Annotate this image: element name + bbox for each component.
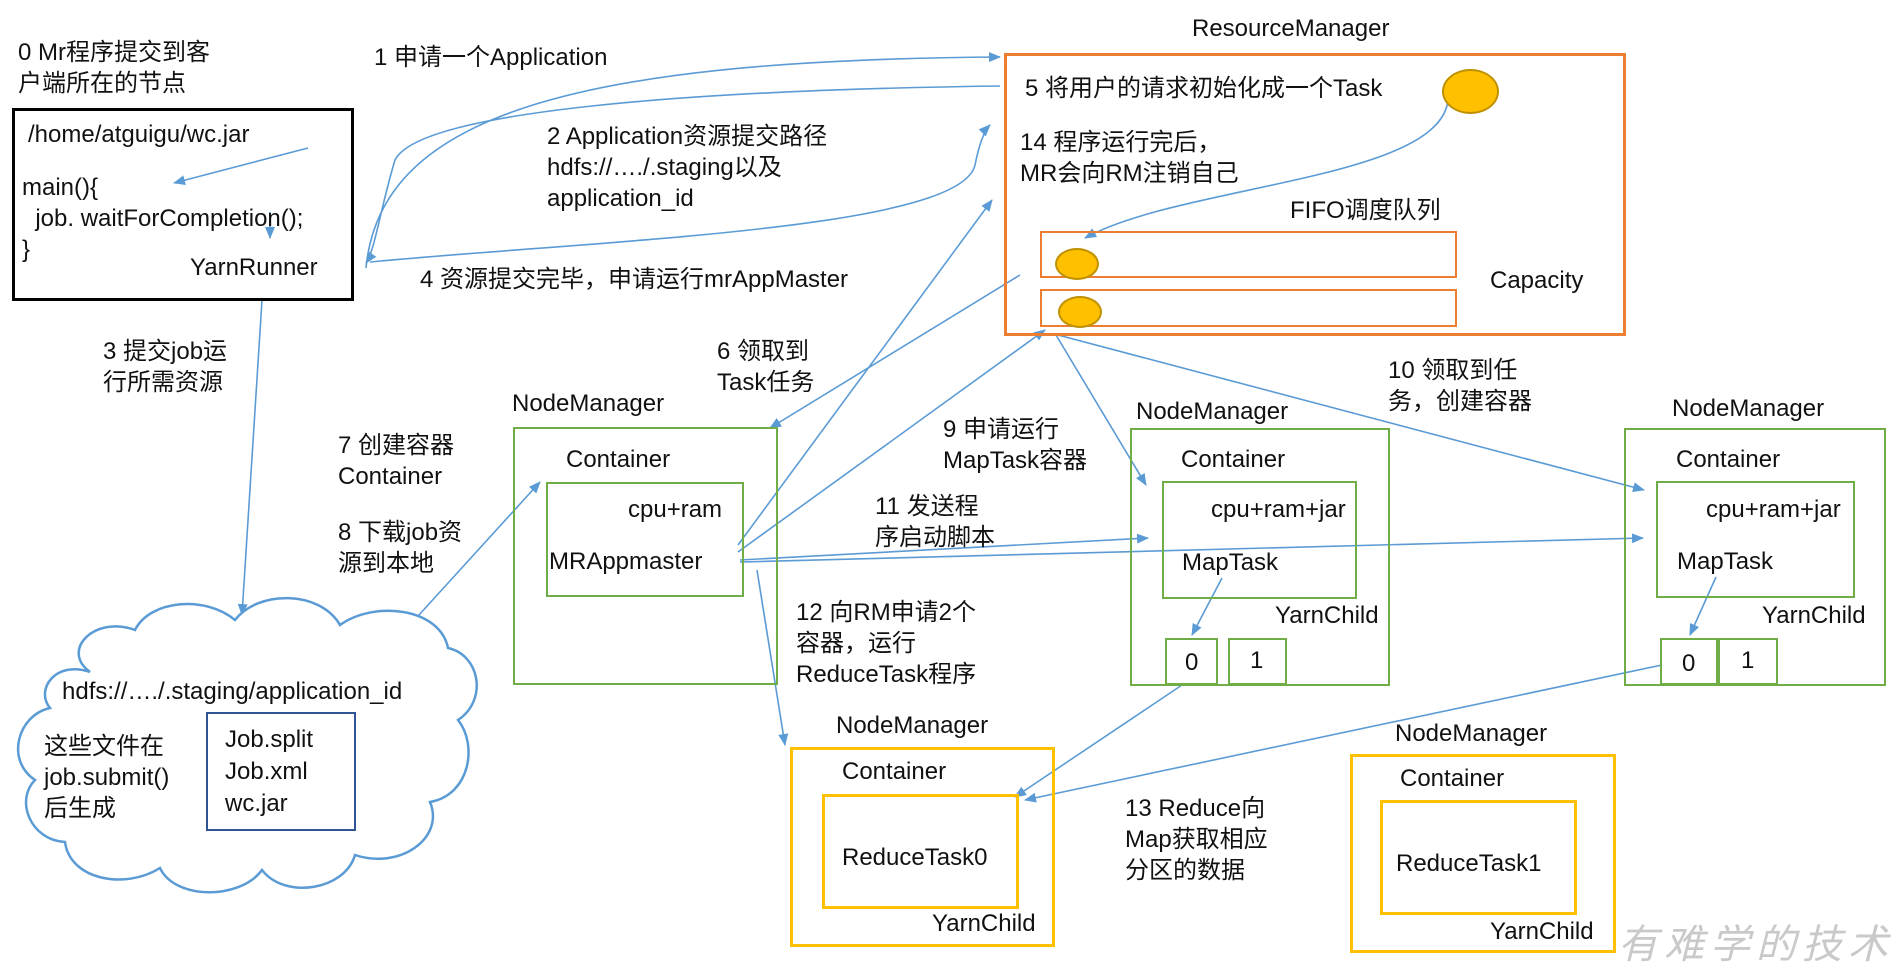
- node-map2-partition-0: 0: [1660, 638, 1718, 685]
- reduce-task1-label: ReduceTask1: [1396, 850, 1542, 877]
- node-map2-maptask: MapTask: [1677, 548, 1774, 575]
- step1-label: 1 申请一个Application: [374, 44, 608, 71]
- client-box: [12, 108, 354, 301]
- node-master-box: [513, 427, 778, 685]
- node-map1-partition-1-label: 1: [1250, 647, 1264, 674]
- node-reduce0-title: NodeManager: [836, 712, 989, 739]
- step6-label: 6 领取到 Task任务: [717, 338, 815, 396]
- arrow-jar-to-main: [173, 147, 309, 186]
- task-token-icon: [1442, 69, 1499, 114]
- arrow-step9b-request-to-rm: [737, 329, 1046, 553]
- node-map2-box: [1624, 428, 1886, 686]
- hdfs-files-note: 这些文件在 job.submit() 后生成: [44, 733, 170, 822]
- arrow-step12-start-reduce: [756, 569, 789, 746]
- arrow-maptask2-to-partition: [1689, 576, 1717, 636]
- job-file-split: Job.split: [225, 726, 314, 753]
- client-node-heading: 0 Mr程序提交到客 户端所在的节点: [18, 39, 210, 97]
- step9-label: 9 申请运行 MapTask容器: [943, 416, 1088, 474]
- node-map2-yarnchild: YarnChild: [1762, 602, 1866, 629]
- arrow-step4-resources-submitted: [369, 124, 991, 263]
- step8-label: 8 下载job资 源到本地: [338, 519, 463, 577]
- reduce-task0-label: ReduceTask0: [842, 844, 988, 871]
- arrow-step5-init-task: [1084, 99, 1449, 239]
- node-map1-box: [1130, 428, 1390, 686]
- mr-appmaster-label: MRAppmaster: [549, 548, 703, 575]
- node-map2-container-label: Container: [1676, 446, 1781, 473]
- job-file-xml: Job.xml: [225, 758, 308, 785]
- rm-step14-label: 14 程序运行完后， MR会向RM注销自己: [1020, 129, 1239, 187]
- queue-slot-1: [1040, 231, 1457, 278]
- arrow-step10-to-node-map2: [1057, 334, 1645, 493]
- step3-label: 3 提交job运 行所需资源: [103, 338, 228, 396]
- arrow-step3-upload-resources: [237, 299, 263, 616]
- node-map1-maptask: MapTask: [1182, 549, 1279, 576]
- node-map1-container-label: Container: [1181, 446, 1286, 473]
- node-map1-title: NodeManager: [1136, 398, 1289, 425]
- arrow-step13-partition2-to-reduce: [1024, 664, 1663, 803]
- node-master-container-label: Container: [566, 446, 671, 473]
- step7-label: 7 创建容器 Container: [338, 432, 455, 490]
- node-reduce1-title: NodeManager: [1395, 720, 1548, 747]
- node-reduce1-box: [1350, 754, 1616, 953]
- capacity-scheduler-label: Capacity: [1490, 267, 1584, 294]
- node-map1-partition-0: 0: [1165, 638, 1218, 685]
- resource-manager-title: ResourceManager: [1192, 15, 1390, 42]
- node-reduce1-yarnchild: YarnChild: [1490, 918, 1594, 945]
- node-map1-partition-0-label: 0: [1185, 649, 1199, 676]
- node-map1-yarnchild: YarnChild: [1275, 602, 1379, 629]
- step2-label: 2 Application资源提交路径 hdfs://…./.staging以及…: [547, 123, 828, 212]
- queued-task-icon-2: [1058, 296, 1102, 328]
- job-file-jar: wc.jar: [225, 790, 288, 817]
- node-reduce0-container-label: Container: [842, 758, 947, 785]
- arrow-step6-fetch-task: [769, 274, 1021, 429]
- node-master-container-box: [546, 482, 744, 597]
- node-master-resources: cpu+ram: [628, 496, 723, 523]
- jar-path: /home/atguigu/wc.jar: [28, 121, 250, 148]
- fifo-queue-title: FIFO调度队列: [1290, 197, 1441, 224]
- node-map2-title: NodeManager: [1672, 395, 1825, 422]
- arrow-step11-start-map1: [739, 533, 1149, 561]
- queued-task-icon-1: [1055, 248, 1099, 280]
- node-reduce0-container-box: [822, 794, 1019, 909]
- watermark-text: 有难学的技术: [1618, 923, 1894, 967]
- arrow-step9-request-maptask-containers: [737, 199, 993, 546]
- node-map2-resources: cpu+ram+jar: [1706, 496, 1841, 523]
- node-map1-container-box: [1162, 481, 1357, 599]
- step13-label: 13 Reduce向 Map获取相应 分区的数据: [1125, 795, 1268, 884]
- node-reduce1-container-label: Container: [1400, 765, 1505, 792]
- main-code: main(){ job. waitForCompletion(); }: [22, 174, 304, 263]
- arrow-step8-download-resources: [407, 481, 541, 628]
- rm-step5-label: 5 将用户的请求初始化成一个Task: [1025, 75, 1383, 102]
- node-reduce0-yarnchild: YarnChild: [932, 910, 1036, 937]
- job-files-box: [206, 712, 356, 831]
- node-reduce0-box: [790, 747, 1055, 947]
- step11-label: 11 发送程 序启动脚本: [875, 493, 995, 551]
- arrow-maptask1-to-partition: [1191, 577, 1223, 636]
- queue-slot-2: [1040, 289, 1457, 327]
- arrow-step11-start-map2: [739, 533, 1644, 563]
- node-map2-partition-0-label: 0: [1682, 650, 1696, 677]
- resource-manager-box: [1004, 53, 1626, 336]
- step12-label: 12 向RM申请2个 容器，运行 ReduceTask程序: [796, 599, 977, 688]
- node-master-title: NodeManager: [512, 390, 665, 417]
- yarn-runner-label: YarnRunner: [190, 254, 318, 281]
- hdfs-staging-path: hdfs://…./.staging/application_id: [62, 678, 403, 705]
- step10-label: 10 领取到任 务，创建容器: [1388, 357, 1532, 415]
- node-map2-container-box: [1656, 481, 1855, 598]
- step4-label: 4 资源提交完毕，申请运行mrAppMaster: [420, 266, 849, 293]
- arrow-step13-partition1-to-reduce: [1014, 684, 1183, 798]
- node-reduce1-container-box: [1380, 800, 1577, 915]
- node-map1-partition-1: 1: [1228, 638, 1287, 685]
- node-map2-partition-1-label: 1: [1741, 647, 1755, 674]
- node-map1-resources: cpu+ram+jar: [1211, 496, 1346, 523]
- node-map2-partition-1: 1: [1718, 638, 1778, 685]
- arrow-step2-return-staging-path: [365, 85, 1001, 264]
